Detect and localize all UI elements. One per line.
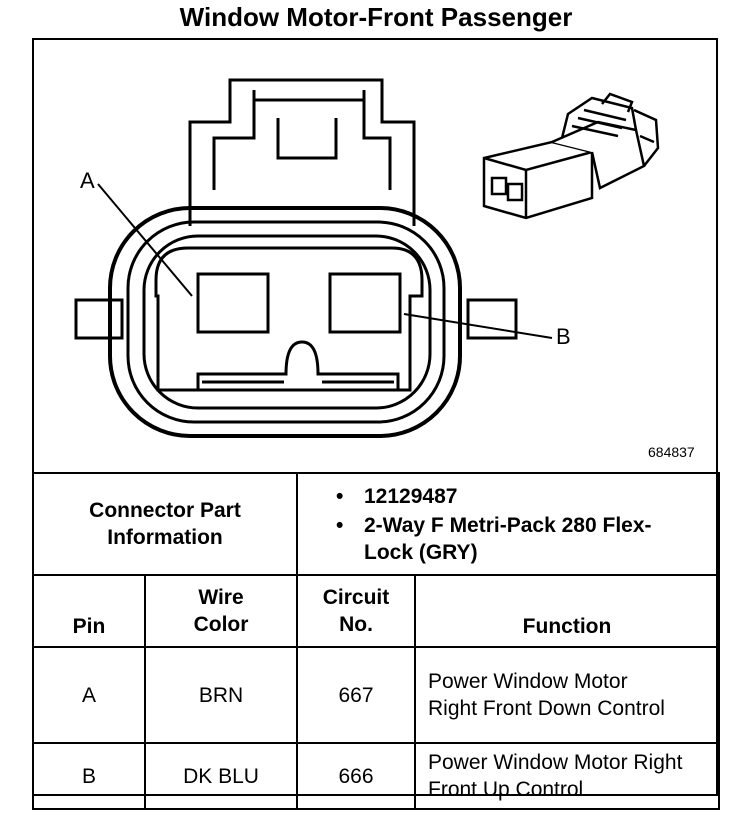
pinout-table: Connector Part Information •12129487 •2-…	[32, 472, 720, 810]
header-circuit-no: Circuit No.	[296, 574, 416, 648]
table-header-row: Pin Wire Color Circuit No. Function	[32, 574, 720, 648]
pin-cell: B	[32, 742, 146, 810]
connector-part-number: •12129487	[336, 484, 458, 508]
circuit-cell: 667	[296, 646, 416, 744]
connector-info-label-text: Connector Part Information	[89, 499, 241, 549]
callout-b: B	[556, 324, 571, 349]
diagram-title: Window Motor-Front Passenger	[179, 2, 573, 32]
connector-3d-view	[482, 92, 660, 220]
table-row: B DK BLU 666 Power Window Motor Right Fr…	[32, 742, 720, 810]
header-pin: Pin	[32, 574, 146, 648]
connector-info-label: Connector Part Information	[32, 472, 298, 576]
wire-color-cell: DK BLU	[144, 742, 298, 810]
function-cell: Power Window Motor Right Front Up Contro…	[414, 742, 720, 810]
table-row: A BRN 667 Power Window Motor Right Front…	[32, 646, 720, 744]
connector-info-row: Connector Part Information •12129487 •2-…	[32, 472, 720, 576]
header-function: Function	[414, 574, 720, 648]
connector-info-values: •12129487 •2-Way F Metri-Pack 280 Flex-L…	[296, 472, 720, 576]
callout-a: A	[80, 168, 95, 193]
function-cell: Power Window Motor Right Front Down Cont…	[414, 646, 720, 744]
figure-number: 684837	[648, 444, 695, 460]
header-wire-color: Wire Color	[144, 574, 298, 648]
pin-cell: A	[32, 646, 146, 744]
connector-description: •2-Way F Metri-Pack 280 Flex-Lock (GRY)	[336, 513, 652, 564]
connector-illustration: A B	[74, 78, 660, 438]
wire-color-cell: BRN	[144, 646, 298, 744]
circuit-cell: 666	[296, 742, 416, 810]
